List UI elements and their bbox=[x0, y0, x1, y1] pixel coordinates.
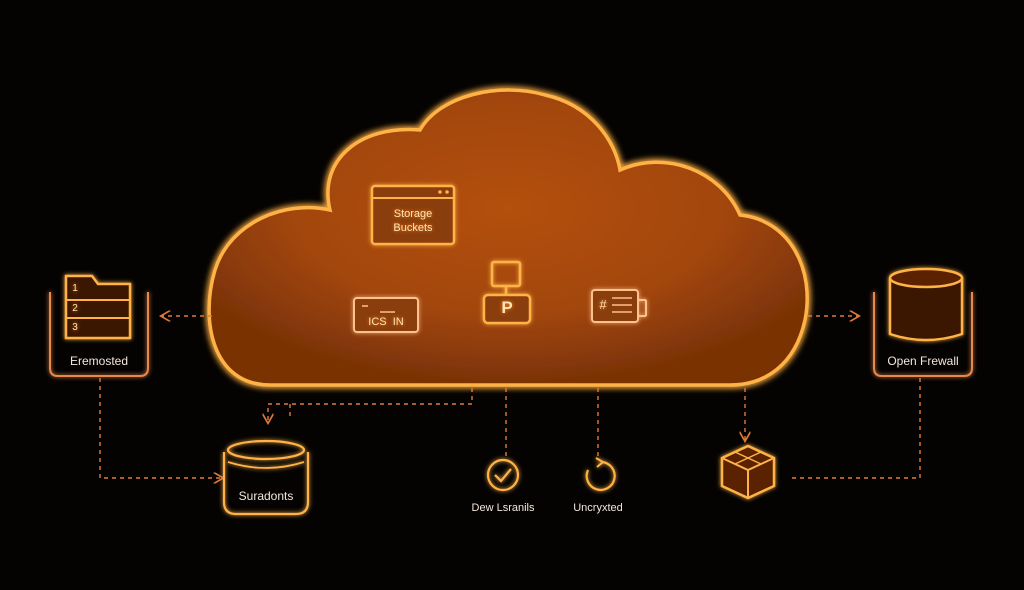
db-server-label: # bbox=[599, 297, 607, 312]
left-node-box bbox=[49, 292, 149, 377]
storage-buckets-label-2: Buckets bbox=[393, 222, 433, 234]
numbered-list-folder-icon bbox=[64, 274, 132, 340]
bottom-database-node bbox=[222, 439, 310, 516]
left-list-item-1: 1 bbox=[72, 283, 78, 294]
cloud-shape bbox=[207, 88, 809, 387]
terminal-card-icon bbox=[353, 297, 419, 333]
left-node-label: Eremosted bbox=[69, 354, 129, 368]
right-node-box bbox=[873, 292, 973, 377]
ics-in-label: ICS IN bbox=[368, 316, 404, 328]
connector-right-to-cube bbox=[788, 378, 921, 479]
refresh-label: Uncryxted bbox=[573, 502, 623, 514]
left-list-item-2: 2 bbox=[72, 303, 78, 314]
connectors bbox=[99, 316, 921, 479]
check-circle-icon bbox=[486, 458, 520, 492]
left-list-item-3: 3 bbox=[72, 322, 78, 333]
right-node-label: Open Frewall bbox=[887, 354, 959, 368]
refresh-circle-icon bbox=[585, 457, 616, 492]
connector-left-to-bottomdb bbox=[99, 378, 222, 478]
connector-cloud-to-bottomdb bbox=[268, 388, 473, 422]
storage-buckets-label-1: Storage bbox=[393, 208, 433, 220]
padlock-label: P bbox=[501, 298, 513, 317]
cylinder-database-icon bbox=[888, 267, 964, 342]
database-server-icon bbox=[591, 289, 647, 323]
cube-icon bbox=[720, 444, 776, 500]
bottom-db-label: Suradonts bbox=[238, 489, 294, 503]
check-label: Dew Lsranils bbox=[471, 502, 535, 514]
storage-buckets-window bbox=[370, 184, 456, 246]
padlock-icon bbox=[482, 260, 532, 325]
